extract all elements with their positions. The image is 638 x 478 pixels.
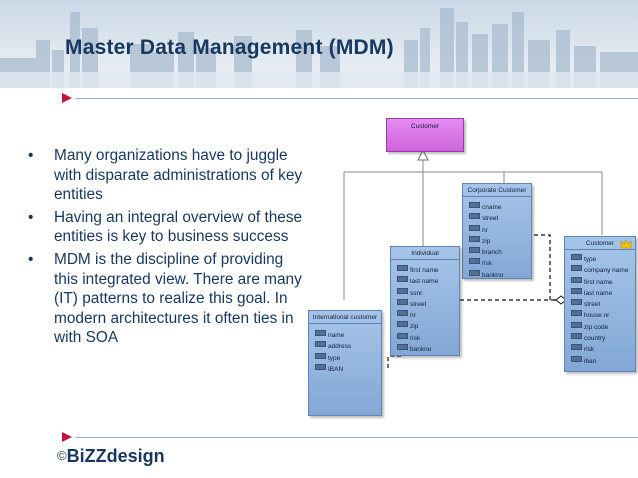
attribute: last name [391,276,459,287]
attribute: type [565,254,635,265]
attribute-icon [571,276,582,283]
class-customer-master[interactable]: Customer type company name first name la… [564,236,636,372]
attribute: risk [391,332,459,344]
class-name: Corporate Customer [463,184,531,197]
attribute: zip code [565,321,635,333]
class-individual[interactable]: Individual first name last name ssnr str… [390,246,460,356]
attribute-icon [397,344,408,351]
attribute: zip [391,321,459,332]
attribute: zip [463,235,531,247]
bullet-item: •Many organizations have to juggle with … [28,147,303,204]
attribute-icon [571,299,582,306]
attribute-icon [571,333,582,340]
attribute: IBAN [309,363,381,375]
attribute-icon [469,258,480,265]
attribute-icon [397,265,408,271]
footer-arrow-icon [62,432,72,442]
attribute: type [309,352,381,364]
attribute: risk [565,344,635,355]
attribute-icon [397,332,408,339]
attribute-icon [469,213,480,220]
attribute-icon [469,202,480,208]
attribute: address [309,341,381,352]
attribute: nr [463,224,531,236]
attribute: iban [565,355,635,367]
class-name: Customer [410,123,440,130]
attribute: branch [463,247,531,258]
attribute: nr [391,310,459,321]
footer-divider [76,437,638,438]
bullet-item: •Having an integral overview of these en… [28,208,303,246]
attribute-icon [315,330,326,336]
company-logo: ©BiZZdesign [57,446,165,466]
attribute-icon [571,287,582,294]
attribute: first name [565,276,635,288]
attribute-icon [469,235,480,242]
class-name: Individual [391,247,459,260]
attribute-icon [571,355,582,362]
class-corporate-customer[interactable]: Corporate Customer cname street nr zip b… [462,183,532,279]
attribute: company name [565,265,635,276]
page-title: Master Data Management (MDM) [65,36,394,59]
attribute-icon [397,321,408,328]
header-arrow-icon [62,93,72,103]
class-name: International customer [309,311,381,324]
attribute-icon [571,321,582,328]
attribute-icon [469,269,480,276]
attribute-icon [469,247,480,254]
header-divider [76,98,638,99]
attribute-icon [571,310,582,317]
skyline-image [0,8,638,88]
attribute: house nr [565,310,635,321]
class-name: Customer [565,237,635,250]
attribute: first name [391,265,459,276]
bullet-icon: • [28,250,34,268]
bullet-icon: • [28,147,34,164]
attribute-icon [315,341,326,348]
attribute: name [309,330,381,341]
attribute-icon [469,224,480,231]
attribute-icon [571,265,582,272]
skyline-banner: Master Data Management (MDM) [0,0,638,88]
bullet-icon: • [28,208,34,226]
class-international-customer[interactable]: International customer name address type… [308,310,382,416]
attribute: last name [565,287,635,299]
attribute: street [463,213,531,224]
attribute: bankno [463,269,531,281]
attribute: cname [463,202,531,213]
attribute: country [565,333,635,344]
attribute: street [565,299,635,310]
attribute: ssnr [391,287,459,299]
attribute-icon [397,276,408,283]
bullet-list: •Many organizations have to juggle with … [28,146,303,351]
diagram-connectors [343,148,603,368]
attribute: bankno [391,344,459,355]
bullet-item: •MDM is the discipline of providing this… [28,250,302,347]
attribute-icon [315,352,326,359]
attribute-icon [397,287,408,294]
attribute-icon [397,298,408,305]
attribute-icon [315,363,326,370]
attribute: street [391,298,459,310]
class-customer-super[interactable]: Customer [386,118,464,152]
crown-icon [620,239,632,249]
attribute: risk [463,258,531,269]
attribute-icon [397,310,408,317]
attribute-icon [571,344,582,351]
attribute-icon [571,254,582,260]
